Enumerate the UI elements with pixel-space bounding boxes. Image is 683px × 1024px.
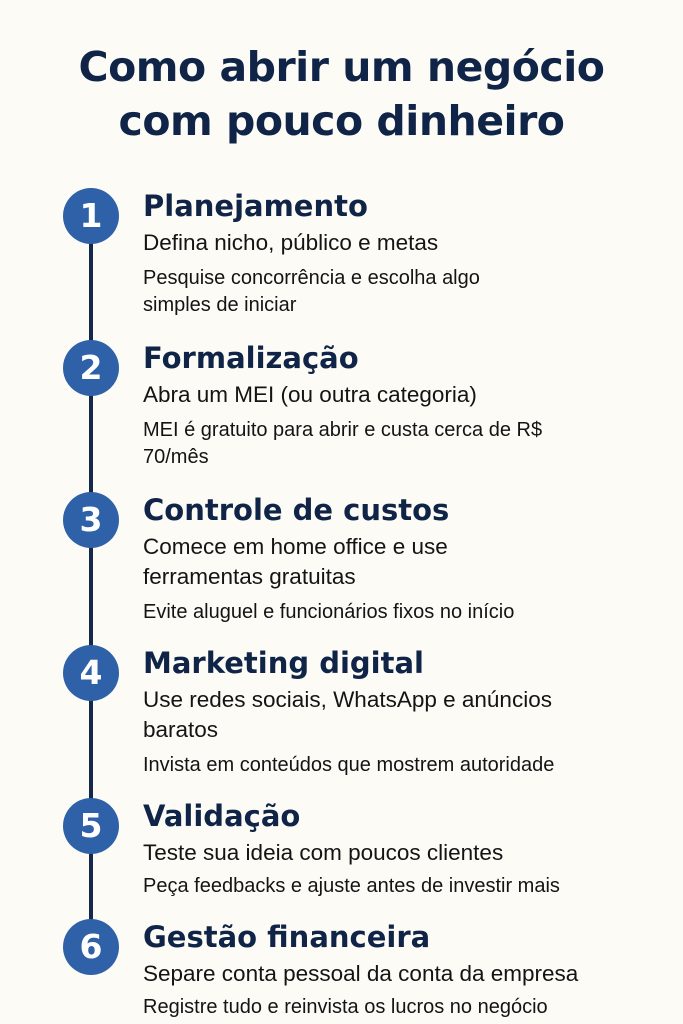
step-detail-text: Evite aluguel e funcionários fixos no in…	[143, 601, 515, 623]
step-title: Marketing digital	[143, 646, 424, 680]
step-title: Controle de custos	[143, 493, 450, 527]
step-detail-text: MEI é gratuito para abrir e custa cerca …	[143, 419, 543, 468]
step-number-badge: 4	[63, 645, 119, 701]
step-detail-text: Pesquise concorrência e escolha algo sim…	[143, 267, 480, 316]
step-detail-text: Registre tudo e reinvista os lucros no n…	[143, 996, 548, 1018]
step-number-badge: 1	[63, 188, 119, 244]
step-number-badge: 3	[63, 492, 119, 548]
step-title: Planejamento	[143, 189, 368, 223]
step-main-text: Use redes sociais, WhatsApp e anúncios b…	[143, 687, 552, 742]
step-title: Validação	[143, 799, 301, 833]
step-title: Formalização	[143, 341, 359, 375]
step-number-badge: 5	[63, 798, 119, 854]
page-title: Como abrir um negócio com pouco dinheiro	[0, 40, 683, 148]
step-title: Gestão financeira	[143, 920, 431, 954]
step-main-text: Separe conta pessoal da conta da empresa	[143, 961, 579, 986]
step-number-badge: 6	[63, 919, 119, 975]
step-detail-text: Invista em conteúdos que mostrem autorid…	[143, 754, 555, 776]
step-main-text: Teste sua ideia com poucos clientes	[143, 840, 504, 865]
step-detail-text: Peça feedbacks e ajuste antes de investi…	[143, 875, 560, 897]
step-number-badge: 2	[63, 340, 119, 396]
page-title-line-2: com pouco dinheiro	[118, 97, 565, 145]
page-title-line-1: Como abrir um negócio	[78, 43, 605, 91]
timeline-line	[89, 215, 93, 945]
step-main-text: Comece em home office e use ferramentas …	[143, 534, 448, 589]
step-main-text: Abra um MEI (ou outra categoria)	[143, 382, 477, 407]
step-main-text: Defina nicho, público e metas	[143, 230, 439, 255]
